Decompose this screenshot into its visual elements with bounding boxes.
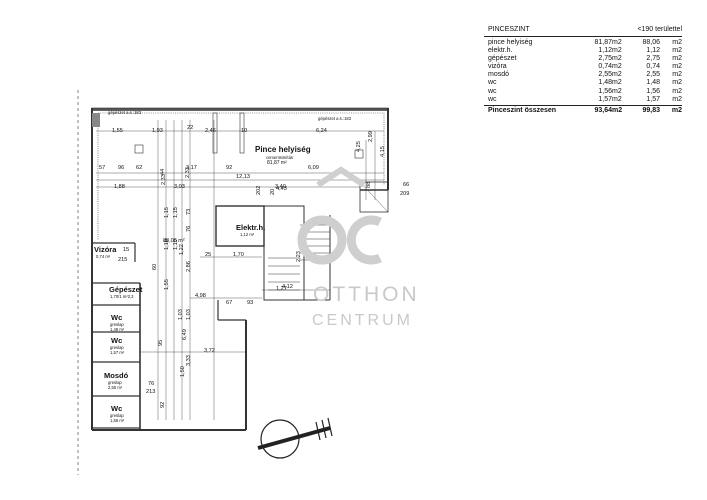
table-row: pince helyiség 81,87 m2 88,06 m2 (488, 39, 682, 46)
dimension-label: 62 (136, 165, 143, 171)
room-mosdo-floor: greslap (108, 380, 122, 385)
table-row: wc 1,48 m2 1,48 m2 (488, 79, 682, 87)
dimension-label: 6,09 (308, 165, 319, 171)
room-vizora-name: Vizóra (94, 245, 117, 254)
dimension-label: 1,10 (164, 239, 170, 250)
room-main-floor: cementsimítás (266, 155, 293, 160)
dimension-label: 3,03 (174, 184, 185, 190)
dimension-label: 12,13 (236, 174, 250, 180)
dimension-label: 4,98 (195, 293, 206, 299)
room-wc2-area: 1,57 m² (110, 350, 125, 355)
dimension-label: 67 (226, 300, 233, 306)
table-row: wc 1,56 m2 1,56 m2 (488, 87, 682, 95)
dimension-label: 60 (152, 263, 158, 270)
area-table-column-note: <190 területtel (637, 26, 682, 33)
dimension-label: 15 (123, 247, 130, 253)
dimension-label: 92 (226, 165, 233, 171)
dimension-label: 2,33 (185, 167, 191, 178)
dimension-label: 2,46 (205, 128, 216, 134)
area-table-title: PINCESZINT (488, 26, 530, 33)
dimension-label: 95 (158, 339, 164, 346)
table-row: gépészet 2,75 m2 2,75 m2 (488, 55, 682, 63)
room-elektr-area: 1,12 m² (240, 232, 255, 237)
room-wc1-area: 1,48 m² (110, 327, 125, 332)
dimension-label: 92 (160, 401, 166, 408)
room-wc3-name: Wc (111, 404, 123, 413)
room-mosdo-area: 2,55 m² (108, 385, 123, 390)
dimension-label: 6,24 (316, 128, 327, 134)
watermark-logo (297, 166, 382, 265)
room-main-area: 81,87 m² (267, 160, 287, 166)
watermark-line1: OTTHON (313, 283, 420, 306)
room-wc1-floor: greslap (110, 322, 124, 327)
dimension-label: 73 (186, 208, 192, 215)
room-wc3-area: 1,56 m² (110, 418, 125, 423)
dimension-label: 66 (403, 182, 410, 188)
dimension-label: 2,23 (296, 251, 302, 262)
room-wc2-name: Wc (111, 336, 123, 345)
dimension-label: 1,70 (233, 252, 244, 258)
dimension-label: 209 (400, 191, 410, 197)
dimension-label: 76 (148, 381, 155, 387)
dimension-label: 3,40 (275, 184, 286, 190)
area-table-header: PINCESZINT <190 területtel (484, 24, 682, 34)
dimension-label: 1,22 (179, 244, 185, 255)
dimension-label: 1,93 (152, 128, 163, 134)
dimension-label: 10 (241, 128, 248, 134)
note-height: 88,06 m² (163, 238, 185, 244)
dimension-label: 3,17 (186, 165, 197, 171)
room-main-name: Pince helyiség (255, 145, 311, 154)
dimension-label: 25 (205, 252, 212, 258)
north-arrow-icon (257, 417, 333, 459)
dimension-label: 44 (160, 168, 166, 175)
table-row: wc 1,57 m2 1,57 m2 (488, 95, 682, 103)
table-row: vizóra 0,74 m2 0,74 m2 (488, 63, 682, 71)
dimension-label: 3,33 (186, 355, 192, 366)
dimension-label: 6,49 (182, 329, 188, 340)
dimension-label: 1,55 (164, 279, 170, 290)
watermark-line2: CENTRUM (312, 312, 413, 329)
room-gepeszet-area: 1,70/1 m²2,3 (110, 294, 134, 299)
dimension-label: 1,27 (276, 286, 287, 292)
dimension-label: 1,55 (112, 128, 123, 134)
dimension-label: 57 (99, 165, 106, 171)
dimension-label: 213 (146, 389, 156, 395)
dimension-label: 215 (118, 257, 128, 263)
dimension-label: 202 (256, 185, 262, 195)
room-wc2-floor: greslap (110, 345, 124, 350)
dimension-label: 76 (186, 225, 192, 232)
dimension-label: 93 (247, 300, 254, 306)
dimension-label: 2,33 (161, 174, 167, 185)
dimension-label: 4,25 (356, 141, 362, 152)
table-total-row: Pinceszint összesen 93,64 m2 99,83 m2 (484, 104, 682, 115)
dimension-label: 22 (187, 125, 194, 131)
dimension-label: 1,15 (173, 207, 179, 218)
table-row: mosdó 2,55 m2 2,55 m2 (488, 71, 682, 79)
room-wc1-name: Wc (111, 313, 123, 322)
area-table: PINCESZINT <190 területtel pince helyisé… (484, 24, 682, 115)
dimension-label: 4,12 (282, 284, 293, 290)
dimension-label: 96 (118, 165, 125, 171)
dimension-label: 1,03 (186, 309, 192, 320)
dimension-label: 1,15 (164, 207, 170, 218)
room-elektr-name: Elektr.h. (236, 223, 266, 232)
dimension-label: 1,50 (180, 366, 186, 377)
dimension-label: 2,99 (368, 131, 374, 142)
table-row: elektr.h. 1,12 m2 1,12 m2 (488, 47, 682, 55)
dimension-label: 1,88 (114, 184, 125, 190)
note-gepeszet-left: gépészet a.s.:183 (108, 110, 142, 115)
dimension-label: 88 (366, 181, 372, 188)
dimension-label: 4,15 (380, 146, 386, 157)
note-gepeszet-right: gépészet a.s.:183 (318, 116, 352, 121)
room-gepeszet-name: Gépészet (109, 285, 143, 294)
dimension-label: 4,43 (276, 186, 287, 192)
room-mosdo-name: Mosdó (104, 371, 129, 380)
dimension-label: 2,86 (186, 261, 192, 272)
dimension-label: 1,03 (178, 309, 184, 320)
room-wc3-floor: greslap (110, 413, 124, 418)
room-vizora-area: 0,74 m² (96, 254, 111, 259)
dimension-label: 3,72 (204, 348, 215, 354)
